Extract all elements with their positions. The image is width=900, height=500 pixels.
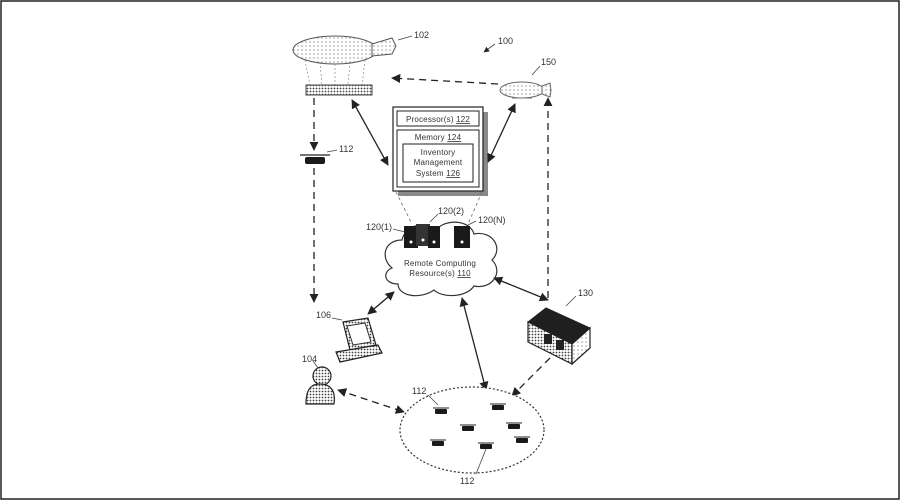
leader-120-2 [429,213,439,223]
fulfillment-center-icon [527,307,591,366]
uav-icon [433,407,449,414]
leader-104 [312,360,319,369]
label-120-2: 120(2) [438,206,464,216]
inventory-line2: Management [414,158,463,167]
cloud-label-line2: Resource(s) 110 [409,269,471,278]
uav-icon [478,442,494,449]
label-112-area: 112 [412,386,426,396]
processor-label: Processor(s) 122 [406,115,470,124]
leader-112-area [427,394,439,406]
label-112-top: 112 [339,144,353,154]
leader-112-bottom [475,448,487,475]
leader-130 [565,295,577,307]
uav-icon [300,154,330,164]
arrow-cloud-area [459,297,489,391]
arrow-130-to-area [511,357,551,397]
label-150: 150 [541,57,556,67]
label-130: 130 [578,288,593,298]
inventory-system-box [402,143,474,183]
label-120-n: 120(N) [478,215,506,225]
label-102: 102 [414,30,429,40]
memory-label: Memory 124 [415,133,462,142]
leader-150 [531,65,541,76]
uav-icon [506,422,522,429]
user-icon [305,366,335,405]
processor-box [396,110,480,127]
label-100: 100 [498,36,513,46]
label-112-bottom: 112 [460,476,474,486]
inventory-line3: System 126 [416,169,461,178]
label-104: 104 [302,354,317,364]
label-106: 106 [316,310,331,320]
leader-120-1 [392,228,406,233]
uav-icon [460,424,476,431]
airship-icon [292,35,397,96]
leader-120-n [467,220,477,226]
arrow-cloud-130 [493,276,549,302]
uav-fleet [430,403,530,449]
server-n-icon [454,226,470,248]
label-120-1: 120(1) [366,222,392,232]
leader-102 [397,35,413,41]
leader-112-top [326,149,338,153]
laptop-icon [335,317,383,363]
leader-100 [483,43,496,53]
server-rack-icon [404,224,440,248]
uav-icon [490,403,506,410]
arrow-laptop-cloud [367,291,395,315]
leader-106 [331,317,343,321]
server-box: Processor(s) 122 Memory 124 Inventory Ma… [392,106,488,196]
arrow-user-area [337,388,405,414]
cloud-label-line1: Remote Computing [404,259,476,268]
arrow-102-server [351,99,389,166]
inventory-line1: Inventory [421,148,456,157]
uav-icon [514,436,530,443]
arrow-150-server [487,103,516,163]
uav-icon [430,439,446,446]
small-airship-icon [499,81,552,99]
arrow-150-to-102 [391,73,499,85]
